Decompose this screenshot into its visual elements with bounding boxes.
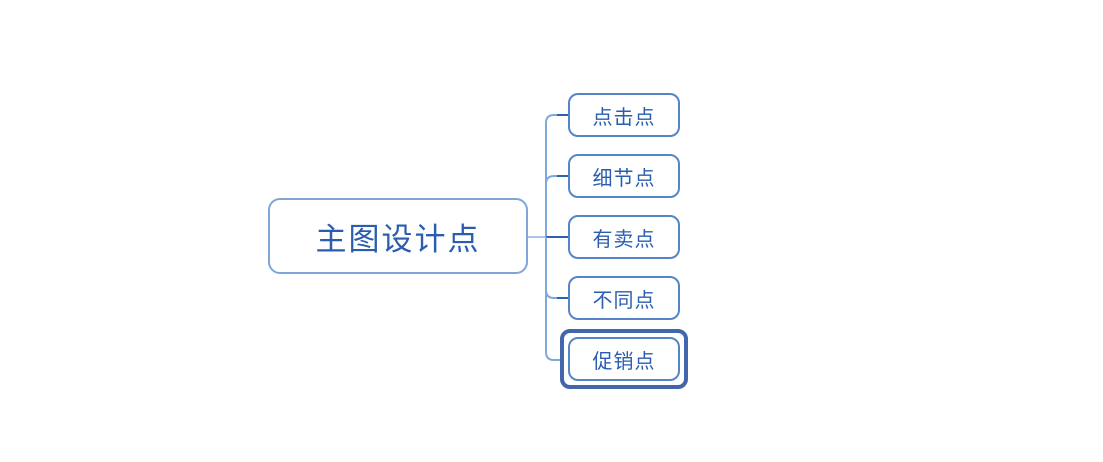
- connector-branch-2: [545, 175, 568, 185]
- subtopic-node-detail-point[interactable]: 细节点: [568, 154, 680, 198]
- subtopic-label: 点击点: [592, 106, 656, 129]
- root-topic-label: 主图设计点: [315, 221, 481, 257]
- connector-branch-4: [545, 289, 568, 299]
- subtopic-node-promotion-point[interactable]: 促销点: [568, 337, 680, 381]
- subtopic-node-click-point[interactable]: 点击点: [568, 93, 680, 137]
- subtopic-label: 促销点: [592, 350, 656, 373]
- subtopic-label: 细节点: [592, 167, 656, 190]
- subtopic-label: 有卖点: [592, 228, 656, 251]
- selection-ring: [560, 329, 688, 389]
- subtopic-node-selling-point[interactable]: 有卖点: [568, 215, 680, 259]
- root-topic-node[interactable]: 主图设计点: [268, 198, 528, 274]
- connector-branch-5: [545, 237, 560, 361]
- connector-branch-1: [545, 114, 568, 237]
- subtopic-label: 不同点: [592, 289, 656, 312]
- subtopic-node-difference-point[interactable]: 不同点: [568, 276, 680, 320]
